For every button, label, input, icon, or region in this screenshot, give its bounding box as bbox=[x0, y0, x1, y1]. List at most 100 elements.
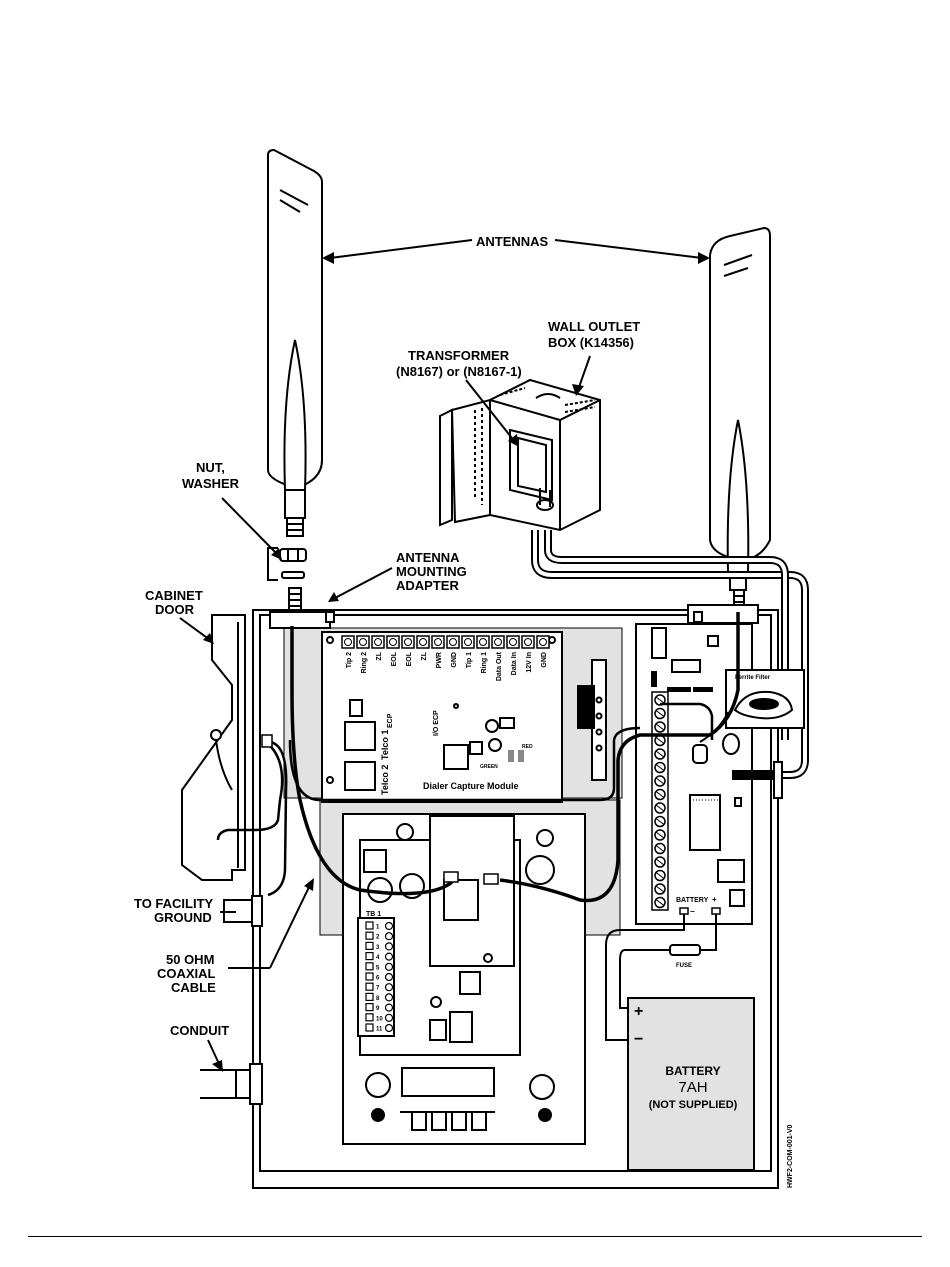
dialer-terminal-screw bbox=[464, 638, 472, 646]
dialer-terminal-screw bbox=[344, 638, 352, 646]
wall-outlet-label-2: BOX (K14356) bbox=[548, 335, 634, 350]
dialer-terminal-label: Ring 1 bbox=[481, 652, 488, 673]
ecp-label: ECP bbox=[387, 713, 394, 728]
board-plus: + bbox=[712, 895, 717, 904]
dialer-terminal-label: Tip 2 bbox=[346, 652, 353, 668]
dialer-terminal-screw bbox=[449, 638, 457, 646]
dialer-terminal-label: Data In bbox=[511, 652, 518, 675]
adapter-label-3: ADAPTER bbox=[396, 578, 459, 593]
battery-label-1: BATTERY bbox=[665, 1064, 720, 1078]
battery-plus: + bbox=[634, 1003, 643, 1020]
dialer-terminal-label: PWR bbox=[436, 652, 443, 668]
conduit-label: CONDUIT bbox=[170, 1023, 229, 1038]
antennas-label: ANTENNAS bbox=[476, 234, 549, 249]
adapter-label-2: MOUNTING bbox=[396, 564, 467, 579]
green-led-label: GREEN bbox=[480, 764, 498, 770]
io-ecp-label: I/O ECP bbox=[433, 710, 440, 736]
tb1-number: 9 bbox=[376, 1006, 380, 1012]
dialer-terminal-screw bbox=[374, 638, 382, 646]
left-antenna bbox=[267, 148, 323, 537]
cabinet-door bbox=[181, 614, 246, 881]
tb1-number: 4 bbox=[376, 955, 380, 961]
dialer-terminal-label: ZL bbox=[421, 651, 428, 660]
arrowheads bbox=[203, 252, 710, 1072]
tb1-number: 7 bbox=[376, 986, 380, 992]
fuse-label: FUSE bbox=[676, 963, 692, 969]
tb1-label: TB 1 bbox=[366, 911, 381, 918]
dialer-terminal-screw bbox=[539, 638, 547, 646]
telco1-label: Telco 1 bbox=[380, 730, 390, 760]
bottom-rule bbox=[28, 1236, 922, 1237]
dialer-terminal-label: EOL bbox=[391, 651, 398, 666]
dialer-terminal-label: EOL bbox=[406, 651, 413, 666]
coax-cable-right bbox=[499, 612, 740, 903]
dialer-terminal-screw bbox=[524, 638, 532, 646]
dialer-terminal-label: ZL bbox=[376, 651, 383, 660]
dialer-terminal-screw bbox=[419, 638, 427, 646]
transformer-label-2: (N8167) or (N8167-1) bbox=[396, 364, 522, 379]
tb1-number: 3 bbox=[376, 945, 380, 951]
dialer-capture-module bbox=[321, 631, 563, 803]
mounting-brackets bbox=[269, 604, 759, 629]
dialer-terminal-screw bbox=[479, 638, 487, 646]
nut-label-1: NUT, bbox=[196, 460, 225, 475]
transformer-label-1: TRANSFORMER bbox=[408, 348, 510, 363]
telco2-label: Telco 2 bbox=[380, 765, 390, 795]
dialer-terminal-screw bbox=[359, 638, 367, 646]
cabinet-label-1: CABINET bbox=[145, 588, 203, 603]
wall-outlet-box bbox=[439, 378, 601, 532]
dialer-terminal-screw bbox=[389, 638, 397, 646]
wall-outlet-label-1: WALL OUTLET bbox=[548, 319, 640, 334]
tb1-number: 6 bbox=[376, 976, 380, 982]
dialer-module-label: Dialer Capture Module bbox=[423, 781, 519, 791]
nut-washer bbox=[267, 547, 307, 613]
dialer-cable bbox=[288, 726, 641, 802]
battery-label-3: (NOT SUPPLIED) bbox=[649, 1099, 738, 1111]
dialer-terminal-screw bbox=[434, 638, 442, 646]
dialer-terminal-label: Tip 1 bbox=[466, 652, 473, 668]
fuse bbox=[669, 944, 701, 956]
battery-minus: − bbox=[634, 1031, 643, 1048]
battery-label-2: 7AH bbox=[678, 1079, 707, 1096]
dialer-terminal-screw bbox=[494, 638, 502, 646]
board-minus: − bbox=[690, 907, 695, 916]
red-led-label: RED bbox=[522, 744, 533, 750]
coax-label-3: CABLE bbox=[171, 980, 216, 995]
right-antenna bbox=[709, 226, 771, 613]
dialer-terminal-label: 12V In bbox=[526, 652, 533, 673]
ground-label-2: GROUND bbox=[154, 910, 212, 925]
leader-lines bbox=[179, 239, 703, 1067]
coax-label-2: COAXIAL bbox=[157, 966, 216, 981]
coax-label-1: 50 OHM bbox=[166, 952, 214, 967]
dialer-terminal-label: GND bbox=[541, 652, 548, 668]
ground-wire bbox=[216, 741, 284, 841]
dialer-terminal-screw bbox=[509, 638, 517, 646]
tb1-terminals: 1 2 3 4 5 6 7 8 9 10 11 bbox=[365, 921, 394, 1033]
tb1-number: 8 bbox=[376, 996, 380, 1002]
control-board-terminals bbox=[651, 691, 669, 911]
ground-label-1: TO FACILITY bbox=[134, 896, 214, 911]
tb1-number: 1 bbox=[376, 925, 380, 931]
dialer-terminal-screw bbox=[404, 638, 412, 646]
dialer-terminal-label: Data Out bbox=[496, 651, 503, 681]
battery-wire-minus bbox=[605, 914, 685, 1041]
figure-code: HWF2-COM-001-V0 bbox=[787, 1124, 794, 1188]
battery bbox=[627, 997, 755, 1171]
board-link-cable bbox=[660, 702, 714, 740]
ribbon-connector bbox=[577, 659, 607, 781]
battery-board-label: BATTERY bbox=[676, 897, 709, 904]
battery-wire-plus bbox=[619, 914, 717, 1009]
nut-label-2: WASHER bbox=[182, 476, 240, 491]
cabinet-label-2: DOOR bbox=[155, 602, 195, 617]
ferrite-label: Ferrite Filter bbox=[735, 675, 771, 681]
tb1-number: 11 bbox=[376, 1027, 383, 1033]
dialer-terminal-label: GND bbox=[451, 652, 458, 668]
tb1-number: 10 bbox=[376, 1016, 383, 1022]
tb1-number: 5 bbox=[376, 965, 380, 971]
tb1-number: 2 bbox=[376, 935, 380, 941]
adapter-label-1: ANTENNA bbox=[396, 550, 460, 565]
coax-cable-left bbox=[290, 626, 454, 896]
conduit bbox=[200, 1063, 263, 1105]
